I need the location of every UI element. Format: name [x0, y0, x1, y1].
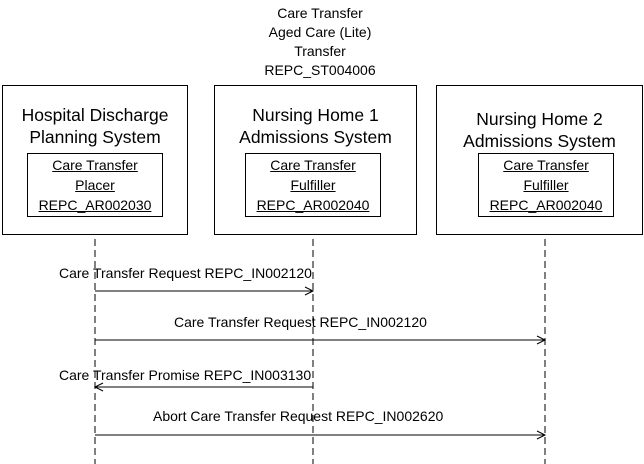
role-box-fulfiller-1: Care Transfer Fulfiller REPC_AR002040	[245, 153, 381, 217]
message-label-3: Care Transfer Promise REPC_IN003130	[59, 367, 312, 383]
system-title-line-1: Nursing Home 2	[476, 109, 603, 129]
role-line-3: REPC_AR002040	[489, 197, 603, 213]
header-line-2: Aged Care (Lite)	[268, 24, 372, 40]
role-line-3: REPC_AR002040	[256, 197, 370, 213]
header-line-4: REPC_ST004006	[264, 62, 376, 78]
system-title-line-2: Admissions System	[463, 131, 616, 151]
role-line-2: Placer	[75, 177, 115, 193]
message-arrow-1	[95, 286, 315, 296]
system-title-line-2: Planning System	[29, 127, 161, 147]
role-line-2: Fulfiller	[290, 177, 336, 193]
message-arrow-2	[95, 335, 547, 345]
message-arrow-4	[95, 430, 547, 440]
role-line-1: Care Transfer	[52, 157, 138, 173]
system-title: Hospital Discharge Planning System	[3, 104, 187, 148]
role-line-3: REPC_AR002030	[38, 197, 152, 213]
role-line-2: Fulfiller	[523, 177, 569, 193]
role-line-1: Care Transfer	[503, 157, 589, 173]
message-label-4: Abort Care Transfer Request REPC_IN00262…	[153, 408, 444, 424]
system-title: Nursing Home 1 Admissions System	[215, 104, 416, 148]
system-title-line-1: Hospital Discharge	[21, 105, 169, 125]
header-line-1: Care Transfer	[277, 5, 363, 21]
system-box-hospital-discharge: Hospital Discharge Planning System Care …	[2, 85, 188, 235]
message-label-2: Care Transfer Request REPC_IN002120	[174, 314, 427, 330]
diagram-header: Care Transfer Aged Care (Lite) Transfer …	[200, 4, 440, 80]
message-label-1: Care Transfer Request REPC_IN002120	[59, 265, 312, 281]
system-title-line-2: Admissions System	[239, 127, 392, 147]
role-box-placer: Care Transfer Placer REPC_AR002030	[27, 153, 163, 217]
system-title-line-1: Nursing Home 1	[252, 105, 379, 125]
role-line-1: Care Transfer	[270, 157, 356, 173]
role-box-fulfiller-2: Care Transfer Fulfiller REPC_AR002040	[478, 153, 614, 217]
header-line-3: Transfer	[294, 43, 346, 59]
system-box-nursing-home-1: Nursing Home 1 Admissions System Care Tr…	[214, 85, 417, 235]
message-arrow-3	[93, 382, 313, 392]
system-box-nursing-home-2: Nursing Home 2 Admissions System Care Tr…	[436, 85, 643, 235]
system-title: Nursing Home 2 Admissions System	[437, 108, 642, 152]
